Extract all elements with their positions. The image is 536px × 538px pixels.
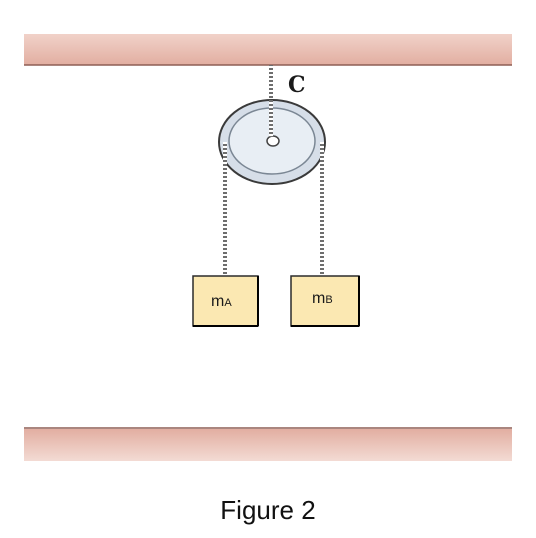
mass-b-label: mB <box>312 290 333 307</box>
figure-caption: Figure 2 <box>220 495 316 525</box>
pulley-label: C <box>288 72 306 98</box>
rope-right <box>320 142 324 276</box>
mass-b-block: mB <box>290 275 360 327</box>
mass-a-label: mA <box>211 293 232 310</box>
ceiling <box>24 34 512 65</box>
mass-a-block: mA <box>192 275 259 327</box>
rope-left <box>223 142 227 276</box>
support-rope-over-pulley <box>269 100 273 137</box>
pulley-axle <box>266 135 280 147</box>
pulley <box>218 99 326 185</box>
floor <box>24 429 512 461</box>
